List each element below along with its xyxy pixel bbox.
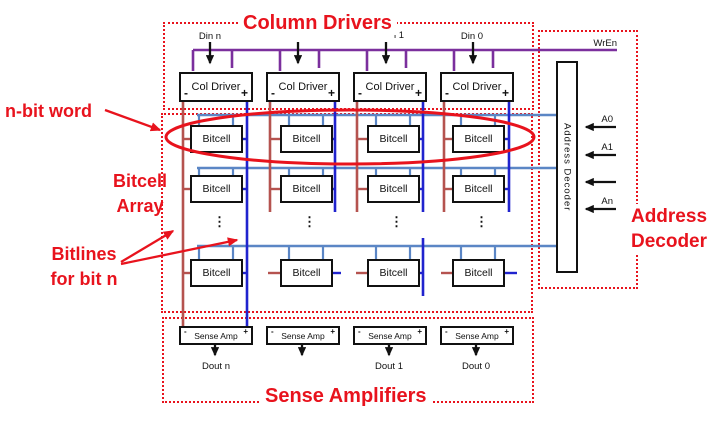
bitcell-label: Bitcell [379, 267, 408, 279]
col-driver-minus: - [445, 86, 449, 100]
sense-amp-minus: - [271, 327, 274, 336]
annotation-arrows [104, 108, 239, 266]
wordlines [197, 113, 556, 260]
col-driver-plus: + [414, 86, 422, 100]
sense-amp-label: Sense Amp [194, 330, 238, 341]
bitcell-box: Bitcell [367, 175, 420, 203]
bitcell-array-annotation-line1: Bitcell [112, 171, 168, 191]
n-bit-word-ellipse [164, 108, 536, 166]
col-driver-minus: - [184, 86, 188, 100]
a1-label: A1 [601, 142, 613, 153]
address-decoder-title-line1: Address [630, 206, 708, 227]
col-driver-label: Col Driver [365, 81, 415, 93]
bitcell-box: Bitcell [452, 175, 505, 203]
sense-amp-box-n: Sense Amp - + [179, 326, 253, 345]
col-driver-minus: - [271, 86, 275, 100]
address-input-arrows [584, 122, 616, 214]
column-drivers-title: Column Drivers [238, 11, 397, 35]
bitcell-label: Bitcell [292, 267, 321, 279]
an-label: An [601, 196, 613, 207]
wren-label: WrEn [593, 38, 617, 49]
bitcell-label: Bitcell [292, 133, 321, 145]
bitcell-label: Bitcell [379, 183, 408, 195]
din-1-label: i 1 [393, 30, 405, 41]
bitcell-array-annotation: Bitcell Array [108, 169, 172, 219]
bitcell-box: Bitcell [452, 125, 505, 153]
col-driver-minus: - [358, 86, 362, 100]
col-driver-box-n: Col Driver - + [179, 72, 253, 102]
sense-amp-box-2: Sense Amp - + [266, 326, 340, 345]
col-driver-box-1: Col Driver - + [353, 72, 427, 102]
sense-amp-box-1: Sense Amp - + [353, 326, 427, 345]
bitcell-box: Bitcell [452, 259, 505, 287]
a0-label: A0 [601, 114, 613, 125]
dout-0-label: Dout 0 [462, 361, 490, 372]
sense-amplifiers-title: Sense Amplifiers [260, 384, 432, 408]
col-driver-label: Col Driver [278, 81, 328, 93]
bitcell-box: Bitcell [190, 175, 243, 203]
din-n-label: Din n [198, 31, 222, 42]
bitcell-box: Bitcell [367, 259, 420, 287]
col-driver-plus: + [327, 86, 335, 100]
col-driver-box-0: Col Driver - + [440, 72, 514, 102]
col-driver-box-2: Col Driver - + [266, 72, 340, 102]
sense-amp-minus: - [445, 327, 448, 336]
sense-amp-plus: + [417, 327, 422, 336]
sense-amp-plus: + [243, 327, 248, 336]
sense-amp-label: Sense Amp [455, 330, 499, 341]
write-enable-bus [191, 48, 617, 71]
col-driver-plus: + [240, 86, 248, 100]
col-driver-plus: + [501, 86, 509, 100]
bitcell-box: Bitcell [280, 259, 333, 287]
din-0-label: Din 0 [460, 31, 484, 42]
sense-amp-minus: - [358, 327, 361, 336]
row-ellipsis: ⋮ [475, 214, 488, 229]
address-decoder-title: Address Decoder [626, 204, 712, 254]
sense-amp-plus: + [330, 327, 335, 336]
sense-amp-box-0: Sense Amp - + [440, 326, 514, 345]
bitcell-box: Bitcell [190, 125, 243, 153]
address-decoder-box: Address Decoder [556, 61, 578, 273]
col-driver-label: Col Driver [452, 81, 502, 93]
sense-amp-label: Sense Amp [281, 330, 325, 341]
row-ellipsis: ⋮ [213, 214, 226, 229]
din-input-arrows [205, 42, 478, 65]
bitcell-box: Bitcell [280, 175, 333, 203]
bitlines-annotation: Bitlines for bit n [40, 242, 128, 292]
n-bit-word-annotation: n-bit word [5, 101, 92, 121]
row-ellipsis: ⋮ [390, 214, 403, 229]
bitcell-label: Bitcell [464, 133, 493, 145]
bitcell-array-annotation-line2: Array [116, 196, 164, 216]
bitcell-box: Bitcell [280, 125, 333, 153]
row-ellipsis: ⋮ [303, 214, 316, 229]
dout-1-label: Dout 1 [375, 361, 403, 372]
bitcell-label: Bitcell [464, 267, 493, 279]
address-decoder-box-label: Address Decoder [561, 122, 573, 212]
dout-output-arrows [210, 345, 481, 357]
bitlines-annotation-line1: Bitlines [51, 244, 117, 264]
sense-amp-label: Sense Amp [368, 330, 412, 341]
bitcell-label: Bitcell [464, 183, 493, 195]
bitcell-label: Bitcell [202, 267, 231, 279]
bitlines-red [181, 101, 453, 327]
dout-n-label: Dout n [202, 361, 230, 372]
bitcell-box: Bitcell [190, 259, 243, 287]
address-decoder-title-line2: Decoder [630, 231, 708, 252]
bitcell-label: Bitcell [202, 183, 231, 195]
sense-amp-minus: - [184, 327, 187, 336]
bitlines-annotation-line2: for bit n [50, 269, 118, 289]
col-driver-label: Col Driver [191, 81, 241, 93]
sense-amp-plus: + [504, 327, 509, 336]
bitcell-label: Bitcell [379, 133, 408, 145]
bitcell-box: Bitcell [367, 125, 420, 153]
bitcell-label: Bitcell [202, 133, 231, 145]
address-decoder-region-outline [538, 30, 638, 289]
bitcell-label: Bitcell [292, 183, 321, 195]
